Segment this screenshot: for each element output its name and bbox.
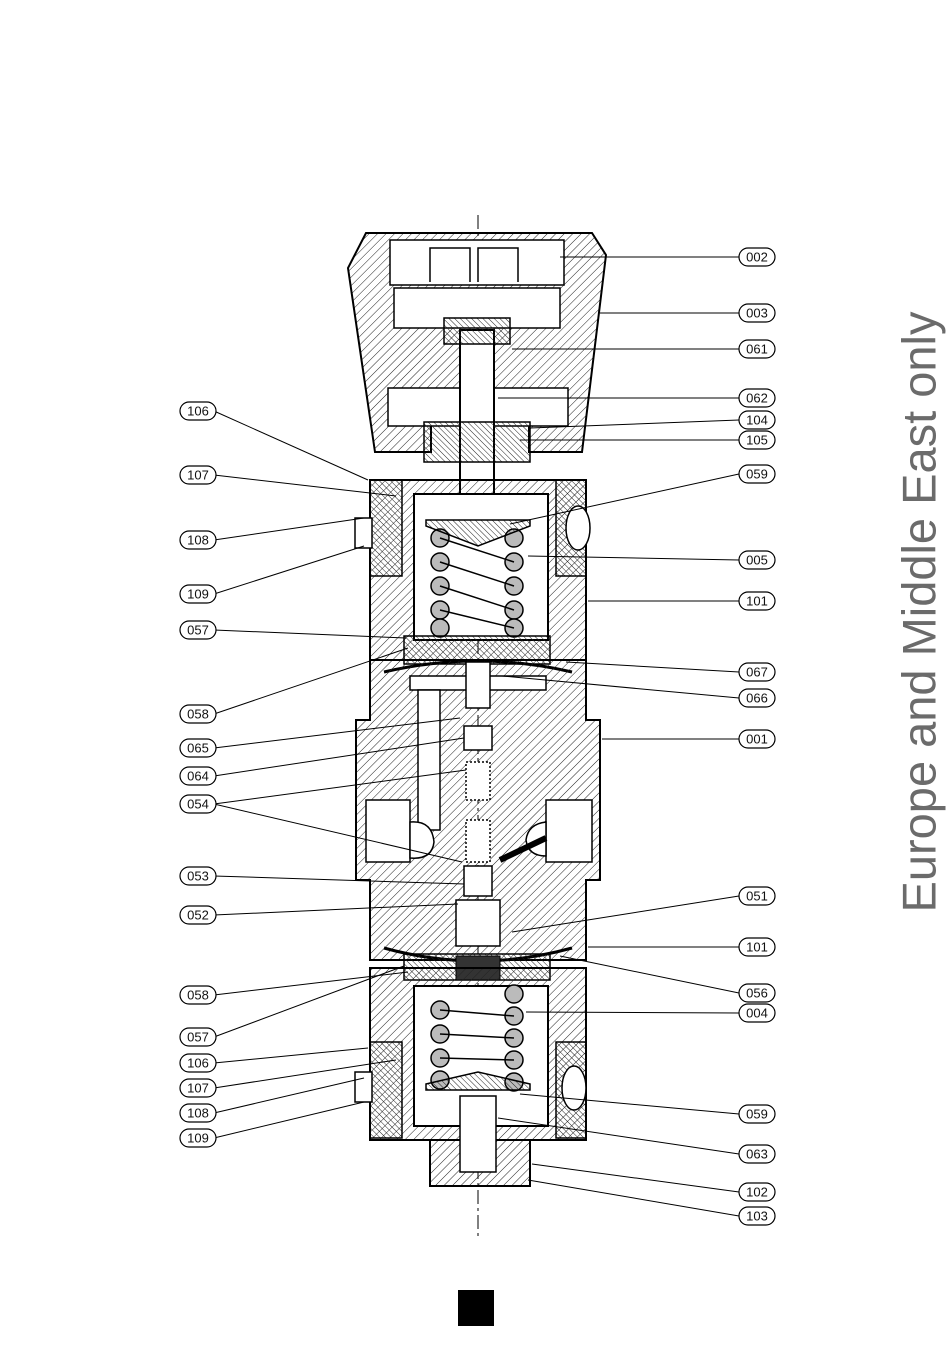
right-callout-059: 059: [739, 465, 775, 483]
callout-label: 108: [187, 533, 209, 548]
right-callout-101: 101: [739, 938, 775, 956]
callout-label: 001: [746, 732, 768, 747]
left-callout-052: 052: [180, 906, 216, 924]
callout-label: 059: [746, 467, 768, 482]
right-callout-059: 059: [739, 1105, 775, 1123]
upper-bonnet: [355, 480, 590, 660]
right-callout-003: 003: [739, 304, 775, 322]
right-callout-004: 004: [739, 1004, 775, 1022]
callout-label: 104: [746, 413, 768, 428]
left-callout-057: 057: [180, 621, 216, 639]
right-callout-104: 104: [739, 411, 775, 429]
right-callout-105: 105: [739, 431, 775, 449]
right-callout-061: 061: [739, 340, 775, 358]
region-note: Europe and Middle East only: [897, 0, 941, 1357]
right-callout-002: 002: [739, 248, 775, 266]
page-marker: [458, 1290, 494, 1326]
callout-label: 061: [746, 342, 768, 357]
callout-label: 056: [746, 986, 768, 1001]
left-callout-108: 108: [180, 531, 216, 549]
right-callout-067: 067: [739, 663, 775, 681]
callout-label: 004: [746, 1006, 768, 1021]
region-note-text: Europe and Middle East only: [892, 312, 947, 913]
spindle-nut: [444, 318, 510, 344]
callout-label: 105: [746, 433, 768, 448]
right-callout-063: 063: [739, 1145, 775, 1163]
right-callout-062: 062: [739, 389, 775, 407]
leader-line: [214, 546, 364, 594]
callout-label: 108: [187, 1106, 209, 1121]
callout-label: 106: [187, 1056, 209, 1071]
leader-line: [528, 1180, 739, 1216]
left-callout-058: 058: [180, 986, 216, 1004]
left-callout-107: 107: [180, 466, 216, 484]
callout-label: 057: [187, 1030, 209, 1045]
callout-label: 067: [746, 665, 768, 680]
callout-label: 107: [187, 1081, 209, 1096]
leader-line: [214, 411, 368, 480]
right-callout-103: 103: [739, 1207, 775, 1225]
right-callout-001: 001: [739, 730, 775, 748]
right-callout-056: 056: [739, 984, 775, 1002]
right-callout-066: 066: [739, 689, 775, 707]
callout-label: 058: [187, 707, 209, 722]
callout-label: 052: [187, 908, 209, 923]
callout-label: 109: [187, 587, 209, 602]
callout-label: 101: [746, 594, 768, 609]
callout-label: 062: [746, 391, 768, 406]
callout-label: 005: [746, 553, 768, 568]
bonnet-nut: [424, 422, 530, 462]
right-callout-102: 102: [739, 1183, 775, 1201]
left-callout-065: 065: [180, 739, 216, 757]
right-callout-005: 005: [739, 551, 775, 569]
left-callout-108: 108: [180, 1104, 216, 1122]
leader-line: [214, 475, 396, 496]
callout-label: 109: [187, 1131, 209, 1146]
callout-label: 058: [187, 988, 209, 1003]
callout-label: 064: [187, 769, 209, 784]
callout-label: 107: [187, 468, 209, 483]
right-callout-101: 101: [739, 592, 775, 610]
callout-label: 002: [746, 250, 768, 265]
left-callout-106: 106: [180, 402, 216, 420]
left-callout-064: 064: [180, 767, 216, 785]
callout-label: 101: [746, 940, 768, 955]
left-callout-057: 057: [180, 1028, 216, 1046]
callout-label: 102: [746, 1185, 768, 1200]
callout-label: 051: [746, 889, 768, 904]
callout-label: 106: [187, 404, 209, 419]
callout-label: 003: [746, 306, 768, 321]
callout-labels-left: 106 107 108 109 057 058 065 064 054 053 052 058 057 1…: [180, 402, 216, 1147]
callout-label: 066: [746, 691, 768, 706]
valve-body: [356, 660, 600, 960]
callout-label: 054: [187, 797, 209, 812]
left-callout-107: 107: [180, 1079, 216, 1097]
callout-labels-right: 002 003 061 062 104 105 059 005 101 067 066 001 051 1…: [739, 248, 775, 1225]
left-callout-058: 058: [180, 705, 216, 723]
right-callout-051: 051: [739, 887, 775, 905]
callout-label: 063: [746, 1147, 768, 1162]
leader-line: [214, 518, 364, 540]
leader-line: [532, 1164, 739, 1192]
callout-label: 059: [746, 1107, 768, 1122]
left-callout-109: 109: [180, 1129, 216, 1147]
left-callout-109: 109: [180, 585, 216, 603]
left-callout-053: 053: [180, 867, 216, 885]
left-callout-106: 106: [180, 1054, 216, 1072]
leader-line: [214, 1048, 368, 1063]
leader-line: [566, 662, 739, 672]
left-callout-054: 054: [180, 795, 216, 813]
callout-label: 053: [187, 869, 209, 884]
callout-label: 103: [746, 1209, 768, 1224]
callout-label: 057: [187, 623, 209, 638]
callout-label: 065: [187, 741, 209, 756]
